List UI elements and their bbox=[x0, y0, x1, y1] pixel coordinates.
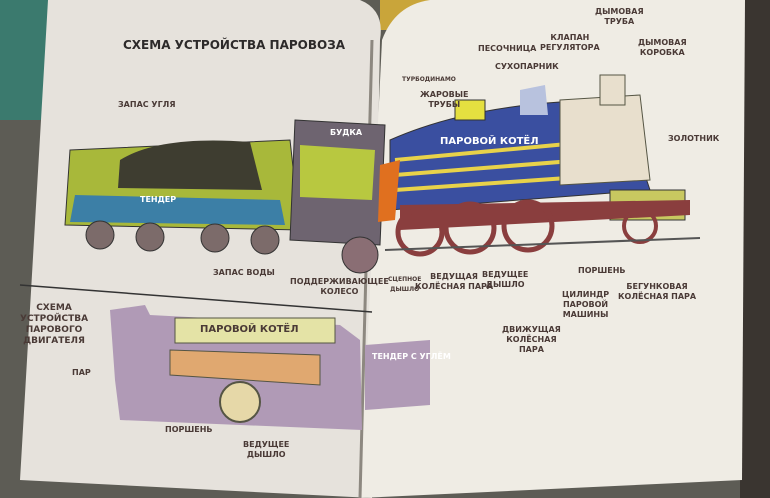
label-sandbox: ПЕСОЧНИЦА bbox=[478, 44, 537, 53]
label-regulator: КЛАПАН РЕГУЛЯТОРА bbox=[540, 33, 600, 52]
engine-boiler-label: ПАРОВОЙ КОТЁЛ bbox=[200, 324, 299, 335]
label-driving-pair: ВЕДУЩАЯ КОЛЁСНАЯ ПАРА bbox=[415, 272, 494, 291]
label-main-rod: ВЕДУЩЕЕ ДЫШЛО bbox=[482, 270, 529, 289]
label-driven-pair: ДВИЖУЩАЯ КОЛЁСНАЯ ПАРА bbox=[502, 325, 561, 354]
label-turbo: ТУРБОДИНАМО bbox=[402, 76, 456, 83]
tender-illustration bbox=[64, 119, 386, 274]
label-valve: ЗОЛОТНИК bbox=[668, 134, 720, 143]
engine-steam-label: ПАР bbox=[72, 368, 91, 377]
page-title: СХЕМА УСТРОЙСТВА ПАРОВОЗА bbox=[123, 38, 346, 52]
label-tender: ТЕНДЕР bbox=[140, 195, 177, 204]
locomotive-illustration bbox=[378, 74, 701, 257]
engine-diagram-title: СХЕМА УСТРОЙСТВА ПАРОВОГО ДВИГАТЕЛЯ bbox=[20, 303, 89, 346]
engine-piston-label: ПОРШЕНЬ bbox=[165, 425, 213, 434]
label-tender-coal: ТЕНДЕР С УГЛЁМ bbox=[372, 352, 451, 361]
label-boiler: ПАРОВОЙ КОТЁЛ bbox=[440, 136, 539, 147]
label-cylinder: ЦИЛИНДР ПАРОВОЙ МАШИНЫ bbox=[562, 290, 610, 319]
label-water: ЗАПАС ВОДЫ bbox=[213, 268, 275, 277]
engine-main-rod-label: ВЕДУЩЕЕ ДЫШЛО bbox=[243, 440, 290, 459]
label-fire-tubes: ЖАРОВЫЕ ТРУБЫ bbox=[420, 90, 469, 109]
label-chimney: ДЫМОВАЯ ТРУБА bbox=[595, 7, 644, 26]
engine-diagram bbox=[19, 284, 430, 430]
label-trailing-wheel: ПОДДЕРЖИВАЮЩЕЕ КОЛЕСО bbox=[290, 277, 389, 296]
label-piston: ПОРШЕНЬ bbox=[578, 266, 626, 275]
label-smokebox: ДЫМОВАЯ КОРОБКА bbox=[638, 38, 687, 57]
label-leading-pair: БЕГУНКОВАЯ КОЛЁСНАЯ ПАРА bbox=[618, 282, 697, 301]
label-dome: СУХОПАРНИК bbox=[495, 62, 559, 71]
label-coal: ЗАПАС УГЛЯ bbox=[118, 100, 176, 109]
label-coupling-rod: СЦЕПНОЕ ДЫШЛО bbox=[388, 276, 422, 293]
label-cab: БУДКА bbox=[330, 128, 363, 137]
